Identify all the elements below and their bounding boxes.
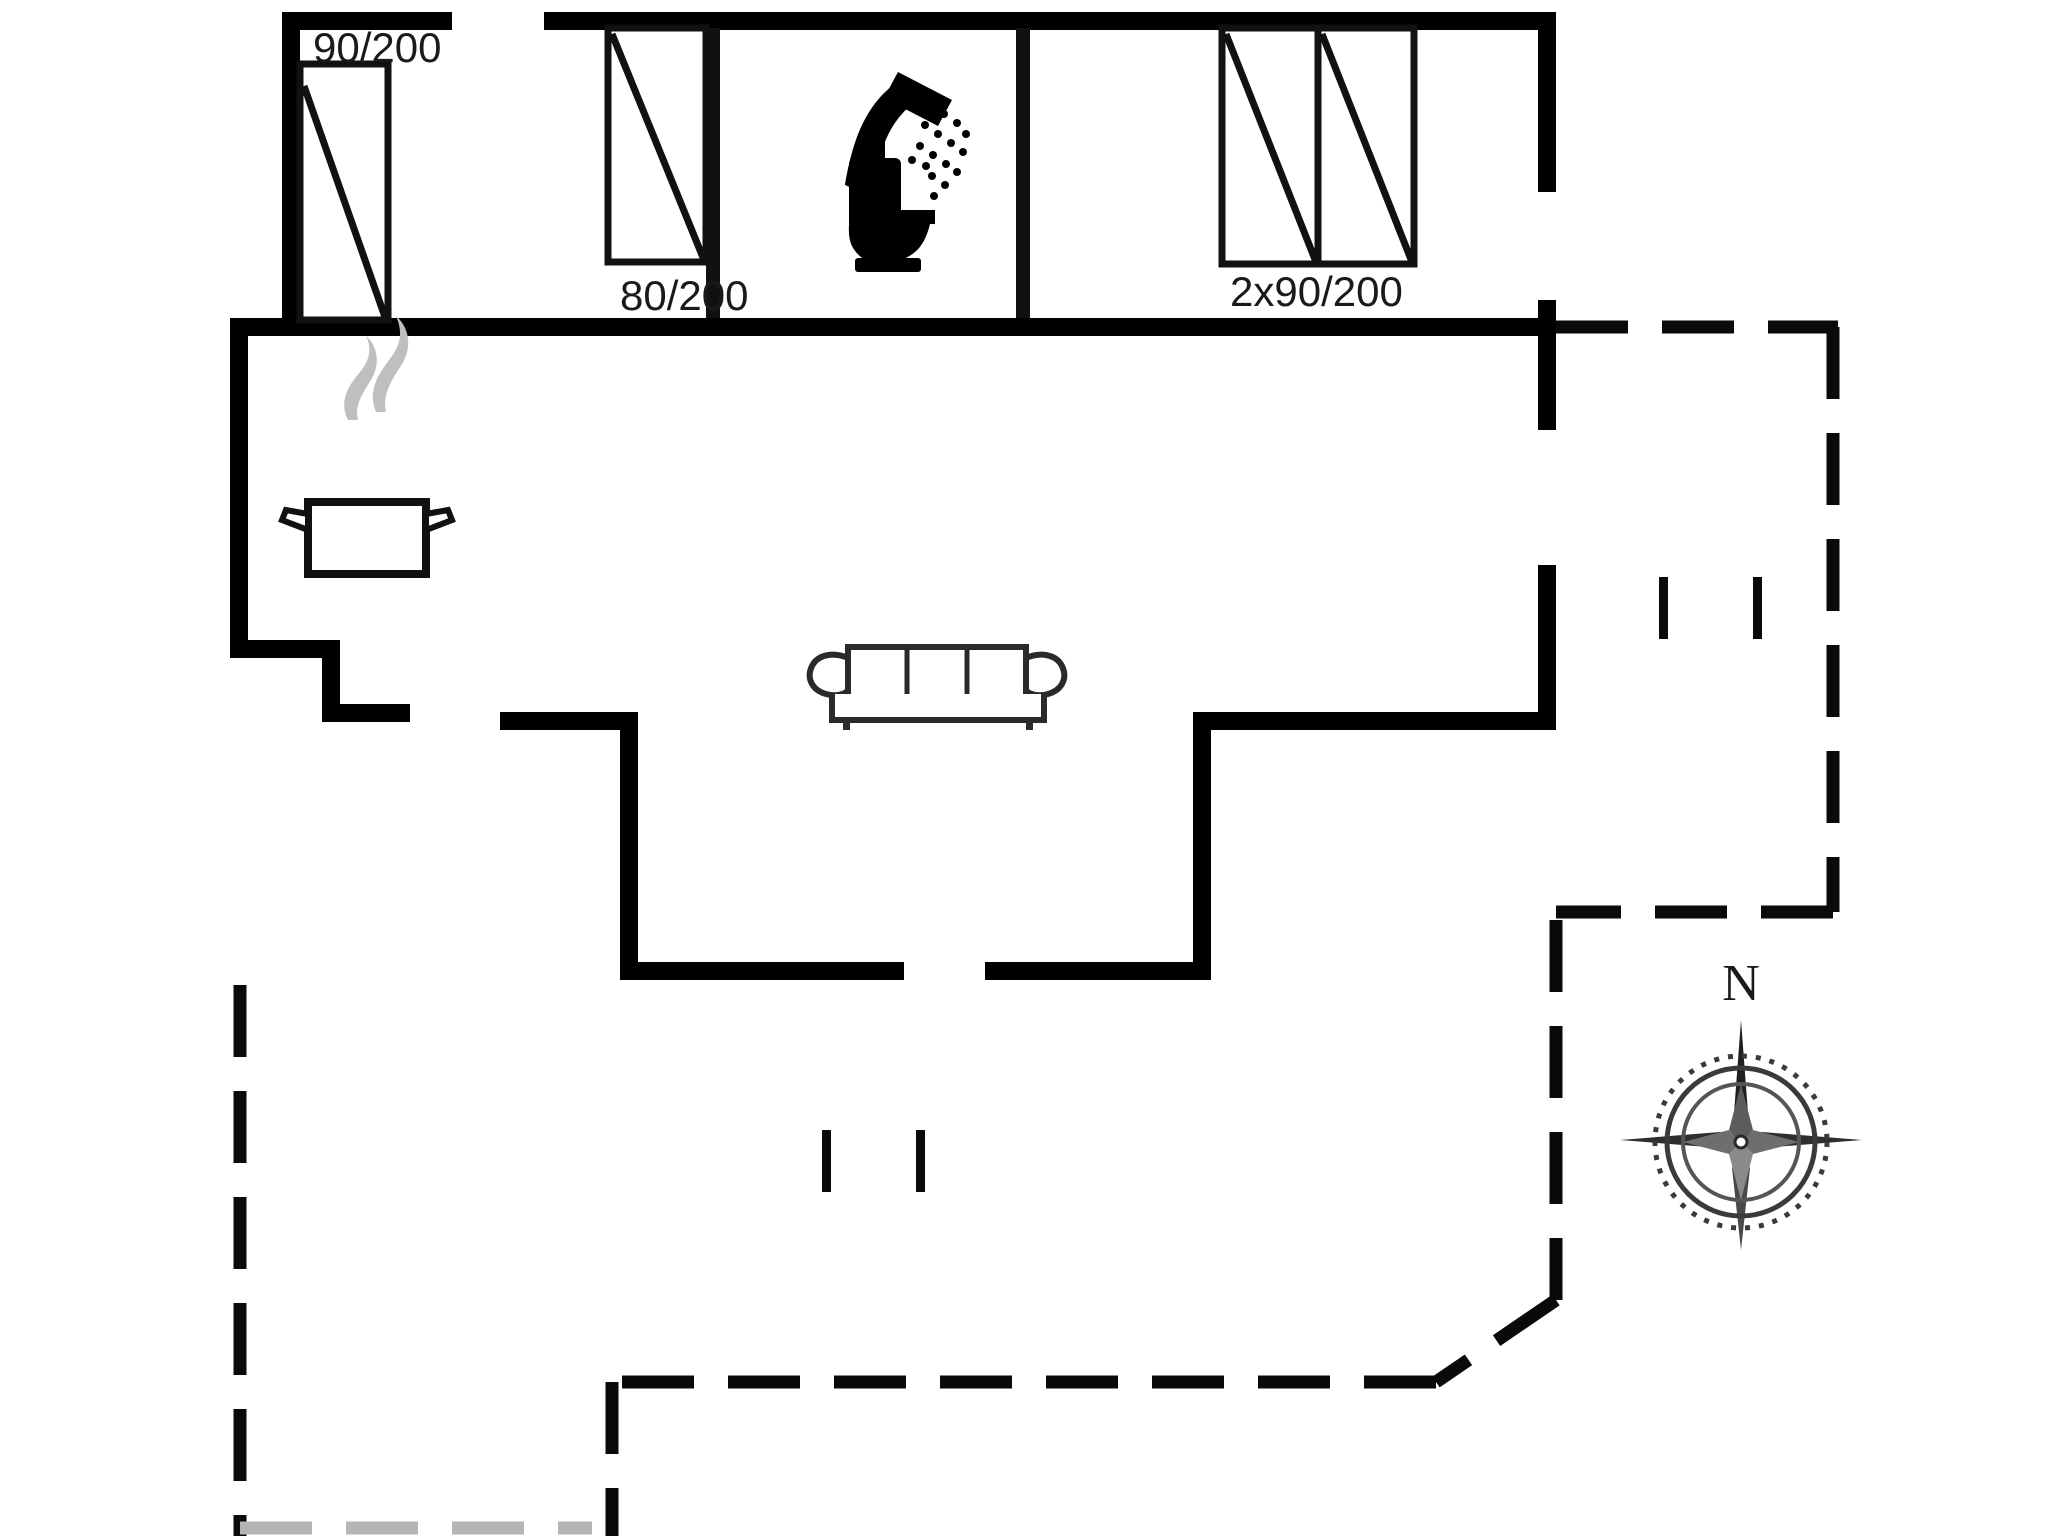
wall-left-lower-horizontal <box>322 704 410 722</box>
opening-tick-bottom-2 <box>916 1130 925 1192</box>
wall-upper-horizontal-mid2 <box>608 318 1118 336</box>
steam-wisp-left <box>344 336 377 420</box>
sofa-foot-right <box>1026 718 1033 730</box>
wall-u-top-left <box>500 712 638 730</box>
compass-center <box>1733 1134 1749 1150</box>
sofa-arm-right <box>1023 651 1068 699</box>
compass-star <box>1683 1084 1799 1200</box>
door-swing-90-200 <box>300 84 390 322</box>
wall-u-bottom-left <box>620 962 904 980</box>
label-door-80-200: 80/200 <box>620 272 748 319</box>
toilet-base <box>855 258 921 272</box>
door-symbol-90-200 <box>296 60 392 324</box>
steam-wisp-right <box>372 316 409 412</box>
cooking-pot-icon <box>278 316 456 578</box>
wall-left-step-horizontal <box>230 640 340 658</box>
wall-u-top-right <box>1193 712 1556 730</box>
door-swing-2x90-left <box>1222 32 1320 264</box>
opening-tick-bottom-1 <box>822 1130 831 1192</box>
shower-droplets <box>908 110 970 200</box>
pot-handle-left <box>278 506 311 535</box>
shower-head <box>884 72 952 126</box>
sofa-arm-left <box>806 651 851 699</box>
wall-right-upper <box>1538 12 1556 192</box>
pot-body <box>304 498 430 578</box>
wall-left-of-door-90 <box>282 12 300 330</box>
compass-north-label: N <box>1722 955 1760 1012</box>
opening-tick-right-2 <box>1753 577 1762 639</box>
toilet-cistern <box>849 158 901 224</box>
wall-left-step-vertical <box>322 640 340 722</box>
terrace-lower-diagonal <box>1432 1294 1560 1388</box>
pot-handle-right <box>423 506 456 535</box>
wall-bathroom-right-partition <box>1016 28 1030 318</box>
sofa-base <box>829 694 1047 723</box>
wall-left-exterior-upper <box>230 318 248 658</box>
wall-u-bottom-right <box>985 962 1211 980</box>
opening-tick-group <box>822 577 1762 1192</box>
toilet-icon <box>848 142 935 272</box>
compass-rose: N <box>1620 955 1862 1250</box>
wall-upper-horizontal-mid <box>382 318 608 336</box>
door-symbol-2x90-200 <box>1218 24 1418 268</box>
wall-top-left-stub <box>282 12 452 30</box>
wall-right-connector <box>1538 565 1556 730</box>
bathroom-partition-group <box>706 28 1030 318</box>
sofa-foot-left <box>843 718 850 730</box>
toilet-bowl <box>848 212 932 264</box>
toilet-flush-button <box>863 142 885 160</box>
opening-tick-right-1 <box>1659 577 1668 639</box>
label-door-90-200: 90/200 <box>313 24 441 71</box>
wall-upper-horizontal-right <box>1100 318 1556 336</box>
sofa-icon <box>806 644 1068 730</box>
compass-tooth-ring <box>1652 1053 1830 1231</box>
wall-u-left-vertical <box>620 712 638 980</box>
door-swing-2x90-right <box>1318 32 1416 264</box>
door-swing-80-200 <box>608 32 708 262</box>
terrace-outline-group <box>233 320 1840 1536</box>
door-symbol-80-200 <box>604 24 710 266</box>
compass-outer-ring <box>1664 1065 1818 1219</box>
steam-icon <box>344 316 409 420</box>
wall-u-right-vertical <box>1193 712 1211 980</box>
wall-bathroom-left-partition <box>706 28 720 318</box>
label-door-2x90-200: 2x90/200 <box>1230 268 1403 315</box>
